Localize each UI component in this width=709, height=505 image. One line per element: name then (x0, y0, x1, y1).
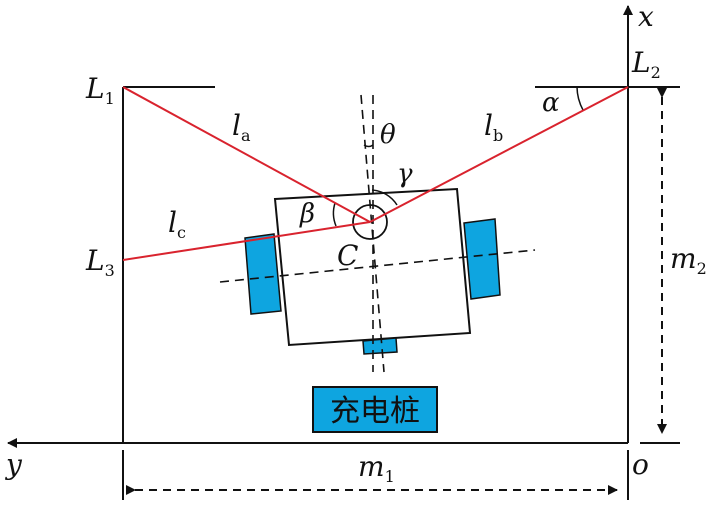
m1-label: m1 (358, 450, 395, 486)
x-axis-label: x (638, 0, 654, 33)
alpha-arc (576, 86, 584, 111)
beta-label: β (299, 199, 315, 229)
center-label: C (337, 239, 358, 272)
robot-center-circle (352, 204, 388, 240)
caster-wheel (362, 337, 398, 355)
beam-lc (122, 221, 371, 261)
beam-lb (369, 86, 629, 223)
robot-heading-dashed (360, 94, 385, 373)
left-wheel (244, 233, 282, 315)
wheel-axle-line (219, 249, 536, 283)
lb-label: lb (484, 109, 503, 145)
theta-label: θ (380, 120, 396, 150)
m2-label: m2 (670, 242, 707, 278)
origin-label: o (632, 448, 649, 481)
theta-arc (363, 144, 374, 148)
L2-label: L2 (631, 46, 661, 82)
right-wheel (463, 218, 501, 300)
charging-station-box (312, 386, 438, 433)
alpha-label: α (542, 88, 560, 118)
L3-label: L3 (85, 244, 115, 280)
charging-station-label: 充电桩 (330, 394, 420, 429)
lc-label: lc (168, 206, 186, 242)
gamma-arc (371, 189, 398, 206)
beam-la (122, 86, 371, 223)
y-axis-label: y (4, 448, 23, 481)
gamma-label: γ (397, 159, 413, 189)
la-label: la (232, 109, 251, 145)
L1-label: L1 (85, 72, 115, 108)
